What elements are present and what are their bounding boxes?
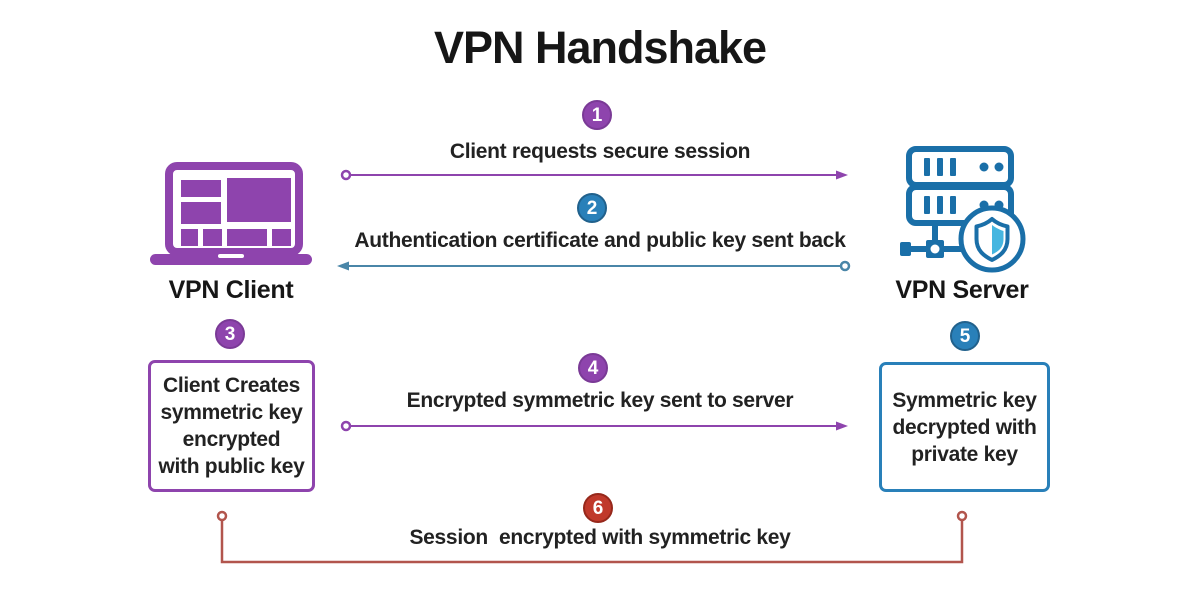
step-6-label: Session encrypted with symmetric key	[409, 526, 791, 549]
step-3-label: Client Creates symmetric key encrypted w…	[158, 374, 305, 478]
step-4-arrow-right-icon	[340, 420, 848, 432]
server-shield-icon	[900, 146, 1026, 273]
step-1-badge: 1	[582, 100, 612, 130]
server-label: VPN Server	[895, 276, 1029, 304]
step-4-badge: 4	[578, 353, 608, 383]
step-5-label: Symmetric key decrypted with private key	[892, 388, 1037, 466]
laptop-icon	[150, 162, 312, 265]
diagram-title: VPN Handshake	[433, 22, 767, 73]
step-6-badge: 6	[583, 493, 613, 523]
server-key-box: Symmetric key decrypted with private key	[879, 362, 1050, 492]
step-1-arrow-right-icon	[340, 169, 848, 181]
step-2-badge: 2	[577, 193, 607, 223]
step-5-badge: 5	[950, 321, 980, 351]
client-label: VPN Client	[168, 276, 294, 304]
session-connector-icon	[216, 510, 968, 564]
step-2-label: Authentication certificate and public ke…	[354, 229, 846, 252]
step-4-label: Encrypted symmetric key sent to server	[406, 389, 794, 412]
client-key-box: Client Creates symmetric key encrypted w…	[148, 360, 315, 492]
step-1-label: Client requests secure session	[449, 140, 751, 163]
step-3-badge: 3	[215, 319, 245, 349]
step-2-arrow-left-icon	[337, 260, 851, 272]
